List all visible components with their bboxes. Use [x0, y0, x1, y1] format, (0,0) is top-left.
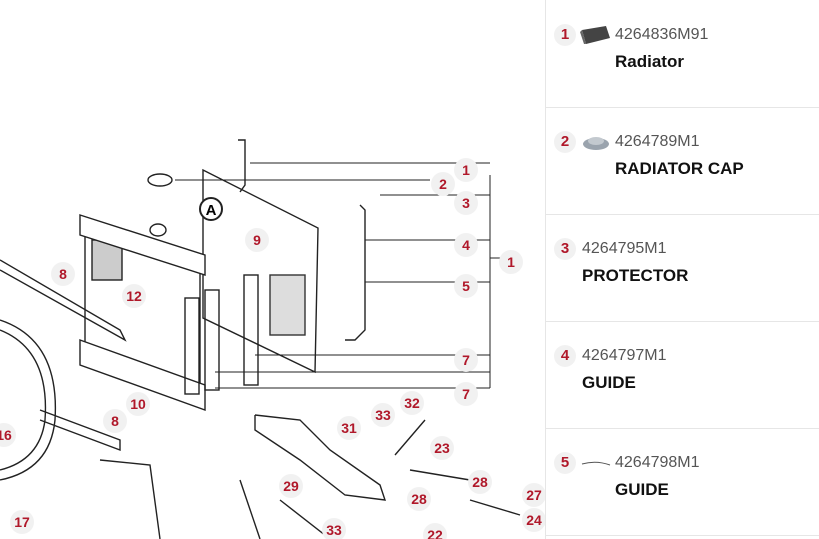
- part-name: GUIDE: [582, 373, 636, 392]
- panel-divider: [545, 0, 546, 539]
- svg-text:33: 33: [375, 407, 391, 423]
- callout-3[interactable]: 5: [454, 274, 478, 298]
- svg-text:9: 9: [253, 232, 261, 248]
- radiator-diagram-drawing: A 1 2 3 9 4 1 8 5 12 7 7 10 32 33 8 31 1…: [0, 139, 545, 539]
- callout-22[interactable]: 22: [423, 523, 447, 539]
- svg-text:4: 4: [462, 237, 470, 253]
- part-row-4[interactable]: 4 4264797M1 GUIDE: [546, 321, 819, 429]
- part-number-text: 4264836M91: [615, 26, 709, 43]
- part-name: PROTECTOR: [582, 266, 689, 285]
- svg-text:31: 31: [341, 420, 357, 436]
- callout-12[interactable]: 12: [122, 284, 146, 308]
- callout-16[interactable]: 16: [0, 423, 16, 447]
- callout-28b[interactable]: 28: [407, 487, 431, 511]
- callout-7a[interactable]: 7: [454, 348, 478, 372]
- svg-text:7: 7: [462, 352, 470, 368]
- callout-31[interactable]: 31: [337, 416, 361, 440]
- part-number-badge: 5: [554, 452, 576, 474]
- callout-33b[interactable]: 33: [322, 518, 346, 539]
- parts-list: 1 4264836M91 Radiator 2 4264789M1 RADIAT…: [546, 0, 819, 539]
- svg-text:8: 8: [59, 266, 67, 282]
- callout-8b[interactable]: 8: [103, 409, 127, 433]
- svg-text:7: 7: [462, 386, 470, 402]
- part-row-2[interactable]: 2 4264789M1 RADIATOR CAP: [546, 107, 819, 215]
- callout-27[interactable]: 27: [522, 483, 545, 507]
- svg-text:16: 16: [0, 427, 12, 443]
- svg-text:2: 2: [439, 176, 447, 192]
- callout-9[interactable]: 9: [245, 228, 269, 252]
- callout-8a[interactable]: 8: [51, 262, 75, 286]
- part-row-1[interactable]: 1 4264836M91 Radiator: [546, 0, 819, 108]
- svg-text:29: 29: [283, 478, 299, 494]
- callout-17[interactable]: 17: [10, 510, 34, 534]
- part-number-badge: 1: [554, 24, 576, 46]
- svg-text:8: 8: [111, 413, 119, 429]
- callout-10[interactable]: 10: [126, 392, 150, 416]
- svg-text:27: 27: [526, 487, 542, 503]
- svg-text:17: 17: [14, 514, 30, 530]
- radiator-thumbnail-icon: [580, 26, 610, 44]
- part-row-5[interactable]: 5 4264798M1 GUIDE: [546, 428, 819, 536]
- callout-24[interactable]: 24: [522, 508, 545, 532]
- part-number-text: 4264795M1: [582, 240, 667, 257]
- callout-23[interactable]: 23: [430, 436, 454, 460]
- part-name: RADIATOR CAP: [615, 159, 744, 178]
- part-number-badge: 4: [554, 345, 576, 367]
- callout-4[interactable]: 4: [454, 233, 478, 257]
- svg-text:10: 10: [130, 396, 146, 412]
- svg-text:12: 12: [126, 288, 142, 304]
- part-number-text: 4264789M1: [615, 133, 700, 150]
- svg-text:1: 1: [507, 254, 515, 270]
- diagram-letter-badge: A: [206, 202, 217, 219]
- callout-29[interactable]: 29: [279, 474, 303, 498]
- svg-text:24: 24: [526, 512, 542, 528]
- part-number-badge: 3: [554, 238, 576, 260]
- svg-text:28: 28: [411, 491, 427, 507]
- svg-text:28: 28: [472, 474, 488, 490]
- svg-text:3: 3: [462, 195, 470, 211]
- svg-text:33: 33: [326, 522, 342, 538]
- svg-text:23: 23: [434, 440, 450, 456]
- svg-text:22: 22: [427, 527, 443, 539]
- part-name: Radiator: [615, 52, 684, 71]
- callout-2[interactable]: 2: [431, 172, 455, 196]
- svg-text:5: 5: [462, 278, 470, 294]
- svg-text:32: 32: [404, 395, 420, 411]
- part-row-3[interactable]: 3 4264795M1 PROTECTOR: [546, 214, 819, 322]
- part-number-text: 4264798M1: [615, 454, 700, 471]
- part-name: GUIDE: [615, 480, 669, 499]
- exploded-parts-diagram: A 1 2 3 9 4 1 8 5 12 7 7 10 32 33 8 31 1…: [0, 139, 545, 539]
- part-number-text: 4264797M1: [582, 347, 667, 364]
- svg-text:1: 1: [462, 162, 470, 178]
- callout-33a[interactable]: 33: [371, 403, 395, 427]
- callout-5[interactable]: 1: [454, 158, 478, 182]
- callout-7b[interactable]: 7: [454, 382, 478, 406]
- callout-1[interactable]: 1: [499, 250, 523, 274]
- callout-28a[interactable]: 28: [468, 470, 492, 494]
- callout-32[interactable]: 32: [400, 391, 424, 415]
- radiator-cap-thumbnail-icon: [583, 137, 609, 150]
- part-number-badge: 2: [554, 131, 576, 153]
- guide-wire-thumbnail-icon: [581, 461, 611, 466]
- callout-6[interactable]: 3: [454, 191, 478, 215]
